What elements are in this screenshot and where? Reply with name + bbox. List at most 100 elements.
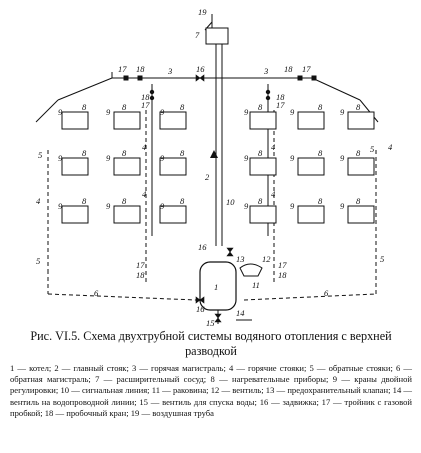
valve-label: 9 bbox=[160, 153, 165, 163]
tee-plug-label: 17 bbox=[278, 260, 287, 270]
legend-item: 7 — расширительный сосуд; bbox=[95, 374, 211, 385]
return-main-label-left: 6 bbox=[94, 288, 99, 298]
radiator bbox=[249, 157, 277, 176]
tee-plug-label: 17 bbox=[136, 260, 145, 270]
plug-cock-icon bbox=[265, 95, 271, 101]
radiator bbox=[61, 205, 89, 224]
plug-cock-label: 18 bbox=[136, 64, 145, 74]
radiator-label: 8 bbox=[318, 102, 323, 112]
tee-plug-icon bbox=[297, 75, 303, 81]
fittings bbox=[123, 27, 317, 323]
radiator bbox=[297, 205, 325, 224]
valve-label: 9 bbox=[106, 107, 111, 117]
figure-legend: 1 — котел; 2 — главный стояк; 3 — горяча… bbox=[10, 363, 412, 419]
valve-label: 9 bbox=[58, 107, 63, 117]
figure-caption-title: Рис. VI.5. Схема двухтрубной системы вод… bbox=[30, 329, 392, 358]
plug-cock-icon bbox=[149, 95, 155, 101]
signal-line-label: 10 bbox=[226, 197, 235, 207]
legend-item: 9 — краны двойной регулировки; bbox=[10, 374, 412, 396]
pipe bbox=[359, 99, 379, 123]
radiator-label: 8 bbox=[318, 148, 323, 158]
legend-item: 4 — горячие стояки; bbox=[228, 363, 310, 373]
tee-plug-label: 17 bbox=[118, 64, 127, 74]
valve-label: 9 bbox=[290, 201, 295, 211]
expansion-tank-label: 7 bbox=[195, 30, 200, 40]
legend-item: 1 — котел; bbox=[10, 363, 55, 373]
water-supply-valve-label: 14 bbox=[236, 308, 245, 318]
return-riser-label: 5 bbox=[380, 254, 384, 264]
safety-valve-label: 13 bbox=[236, 254, 245, 264]
legend-item: 13 — предохранительный клапан; bbox=[265, 385, 393, 396]
legend-item: 8 — нагревательные приборы; bbox=[210, 374, 333, 385]
hot-main-label-left: 3 bbox=[167, 66, 172, 76]
valve-label: 9 bbox=[340, 107, 345, 117]
valve-12-label: 12 bbox=[262, 254, 271, 264]
valve-label: 9 bbox=[160, 201, 165, 211]
legend-item: 18 — пробочный кран; bbox=[44, 407, 131, 418]
tee-plug-label: 17 bbox=[141, 100, 150, 110]
valve-label: 9 bbox=[244, 201, 249, 211]
valve-icon bbox=[226, 247, 234, 257]
radiator-label: 8 bbox=[356, 148, 361, 158]
radiator-label: 8 bbox=[258, 196, 263, 206]
valve-label: 9 bbox=[290, 153, 295, 163]
radiator-label: 8 bbox=[180, 196, 185, 206]
radiator-label: 8 bbox=[180, 102, 185, 112]
boiler-label: 1 bbox=[214, 282, 218, 292]
legend-item: 2 — главный стояк; bbox=[54, 363, 132, 373]
return-main-label-right: 6 bbox=[324, 288, 329, 298]
tee-plug-label: 17 bbox=[276, 100, 285, 110]
radiator-label: 8 bbox=[318, 196, 323, 206]
radiator-label: 8 bbox=[356, 196, 361, 206]
radiator bbox=[347, 157, 375, 176]
return-pipework bbox=[47, 110, 377, 301]
gate-valve-label-top: 16 bbox=[196, 64, 205, 74]
radiator-label: 8 bbox=[258, 102, 263, 112]
pipe bbox=[35, 99, 59, 123]
tee-plug-icon bbox=[311, 75, 317, 81]
legend-item: 16 — задвижка; bbox=[259, 396, 322, 407]
plug-cock-label: 18 bbox=[278, 270, 287, 280]
radiator bbox=[249, 205, 277, 224]
radiator bbox=[297, 111, 325, 130]
tee-plug-icon bbox=[123, 75, 129, 81]
radiator bbox=[159, 111, 187, 130]
valve-label: 9 bbox=[340, 201, 345, 211]
radiator-label: 8 bbox=[82, 196, 87, 206]
radiators bbox=[61, 111, 375, 224]
return-riser-label: 5 bbox=[38, 150, 42, 160]
hot-riser-label: 4 bbox=[142, 142, 147, 152]
legend-item: 15 — вентиль для спуска воды; bbox=[139, 396, 260, 407]
legend-item: 19 — воздушная труба bbox=[130, 407, 214, 418]
legend-item: 14 — вентиль на водопроводной линии; bbox=[10, 385, 412, 407]
return-main-pipe bbox=[243, 293, 377, 301]
hot-main-label-right: 3 bbox=[263, 66, 268, 76]
valve-label: 9 bbox=[244, 153, 249, 163]
radiator-label: 8 bbox=[122, 148, 127, 158]
valve-label: 9 bbox=[244, 107, 249, 117]
plug-cock-icon bbox=[265, 89, 271, 95]
boiler-icon bbox=[199, 261, 237, 311]
gate-valve-label: 16 bbox=[198, 242, 207, 252]
air-pipe-label: 19 bbox=[198, 7, 207, 17]
radiator bbox=[61, 157, 89, 176]
plug-cock-label: 18 bbox=[141, 92, 150, 102]
plug-cock-label: 18 bbox=[284, 64, 293, 74]
radiator bbox=[347, 111, 375, 130]
legend-item: 5 — обратные стояки; bbox=[309, 363, 397, 373]
radiator bbox=[61, 111, 89, 130]
valve-label: 9 bbox=[340, 153, 345, 163]
radiator bbox=[113, 157, 141, 176]
plug-cock-label: 18 bbox=[136, 270, 145, 280]
drain-valve-label: 15 bbox=[206, 318, 215, 328]
gate-valve-icon bbox=[195, 296, 205, 304]
radiator bbox=[297, 157, 325, 176]
radiator-label: 8 bbox=[82, 102, 87, 112]
sink-label: 11 bbox=[252, 280, 260, 290]
plug-cock-label: 18 bbox=[276, 92, 285, 102]
legend-item: 3 — горячая магистраль; bbox=[131, 363, 229, 373]
return-main-pipe bbox=[47, 293, 197, 301]
legend-item: 12 — вентиль; bbox=[210, 385, 266, 396]
radiator bbox=[159, 205, 187, 224]
